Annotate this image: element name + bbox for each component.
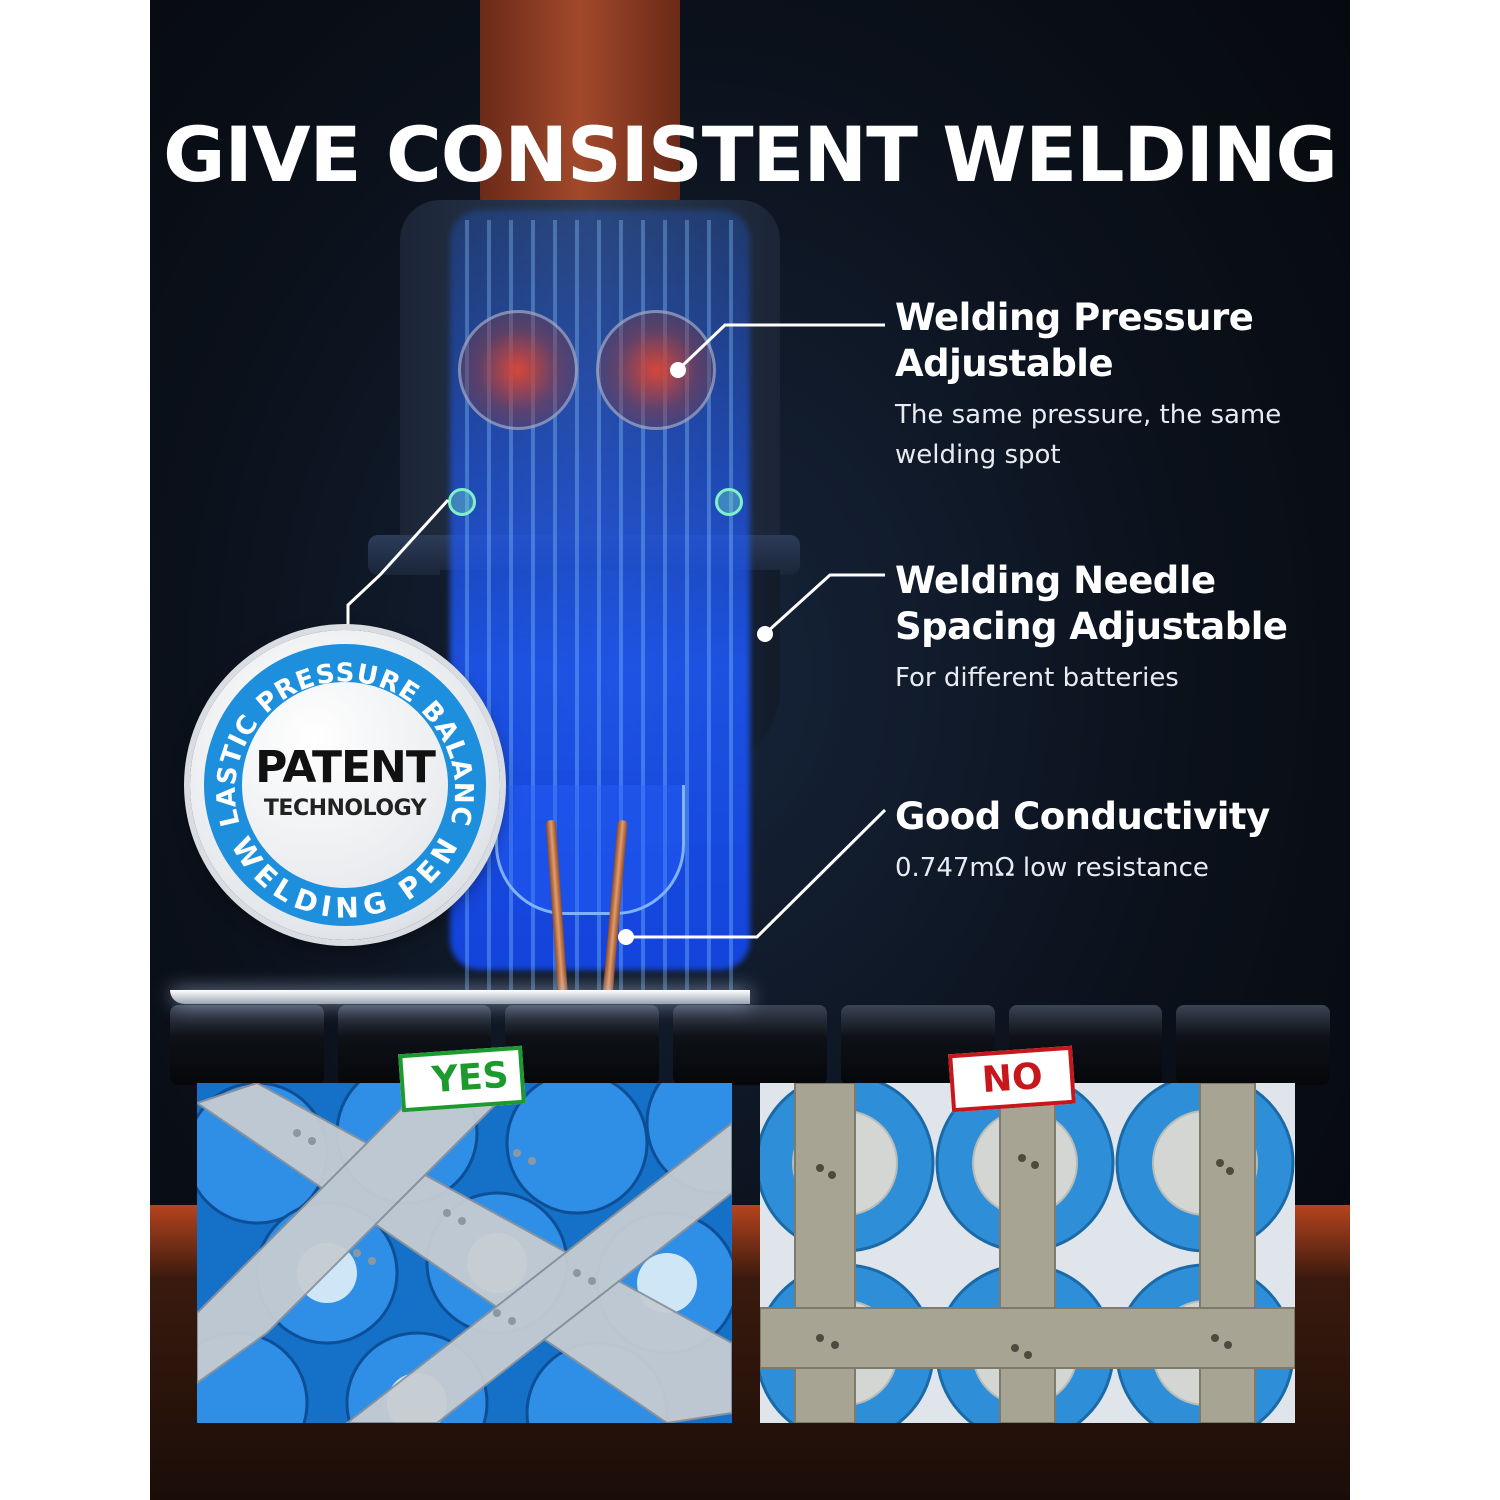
battery-cap [505, 1005, 660, 1085]
battery-cap [1176, 1005, 1331, 1085]
badge-ring-text: ELASTIC PRESSURE BALANCE WELDING PEN [190, 630, 477, 925]
feature-conductivity-description: 0.747mΩ low resistance [895, 853, 1209, 883]
good-weld-photo [197, 1083, 732, 1423]
good-weld-label: YES [398, 1045, 526, 1113]
bad-weld-photo [760, 1083, 1295, 1423]
badge-sub-text: TECHNOLOGY [263, 796, 427, 821]
spring-joint-left-icon [448, 488, 476, 516]
pen-handle-top [480, 0, 680, 215]
feature-spacing-description: For different batteries [895, 663, 1179, 693]
page-title: GIVE CONSISTENT WELDING [163, 110, 1338, 199]
feature-spacing: Welding Needle Spacing Adjustable For di… [895, 558, 1295, 698]
feature-conductivity-title: Good Conductivity [895, 795, 1270, 838]
feature-pressure-title-line2: Adjustable [895, 342, 1114, 385]
patent-badge: ELASTIC PRESSURE BALANCE WELDING PEN PAT… [190, 630, 500, 940]
spring-joint-right-icon [715, 488, 743, 516]
svg-text:WELDING PEN: WELDING PEN [225, 831, 466, 925]
bad-weld-label: NO [948, 1045, 1076, 1113]
callout-dot-pressure [670, 362, 686, 378]
callout-line-spacing [765, 573, 885, 634]
battery-cap [170, 1005, 324, 1085]
feature-spacing-title-line1: Welding Needle [895, 559, 1216, 602]
pen-tip-housing [495, 785, 685, 915]
badge-main-text: PATENT [255, 742, 436, 793]
feature-pressure-title-line1: Welding Pressure [895, 296, 1254, 339]
battery-cap [673, 1005, 827, 1085]
callout-lines [346, 323, 887, 945]
pressure-knob-right-icon [596, 310, 716, 430]
product-poster: GIVE CONSISTENT WELDING Welding Pressure… [150, 0, 1350, 1500]
callout-line-pressure [678, 323, 885, 370]
pressure-knob-left-icon [458, 310, 578, 430]
feature-pressure-description: The same pressure, the same welding spot [895, 400, 1282, 470]
feature-conductivity: Good Conductivity 0.747mΩ low resistance [895, 794, 1295, 888]
bad-weld-illustration [760, 1083, 1295, 1423]
callout-dot-spacing [757, 626, 773, 642]
feature-pressure: Welding Pressure Adjustable The same pre… [895, 295, 1295, 475]
callout-line-badge [346, 498, 450, 630]
badge-ring-bottom-text: WELDING PEN [225, 831, 464, 925]
feature-spacing-title-line2: Spacing Adjustable [895, 605, 1288, 648]
good-weld-illustration [197, 1083, 732, 1423]
callout-dot-conductivity [618, 929, 634, 945]
callout-line-conductivity [628, 808, 887, 939]
nickel-strip-plate [170, 990, 750, 1004]
